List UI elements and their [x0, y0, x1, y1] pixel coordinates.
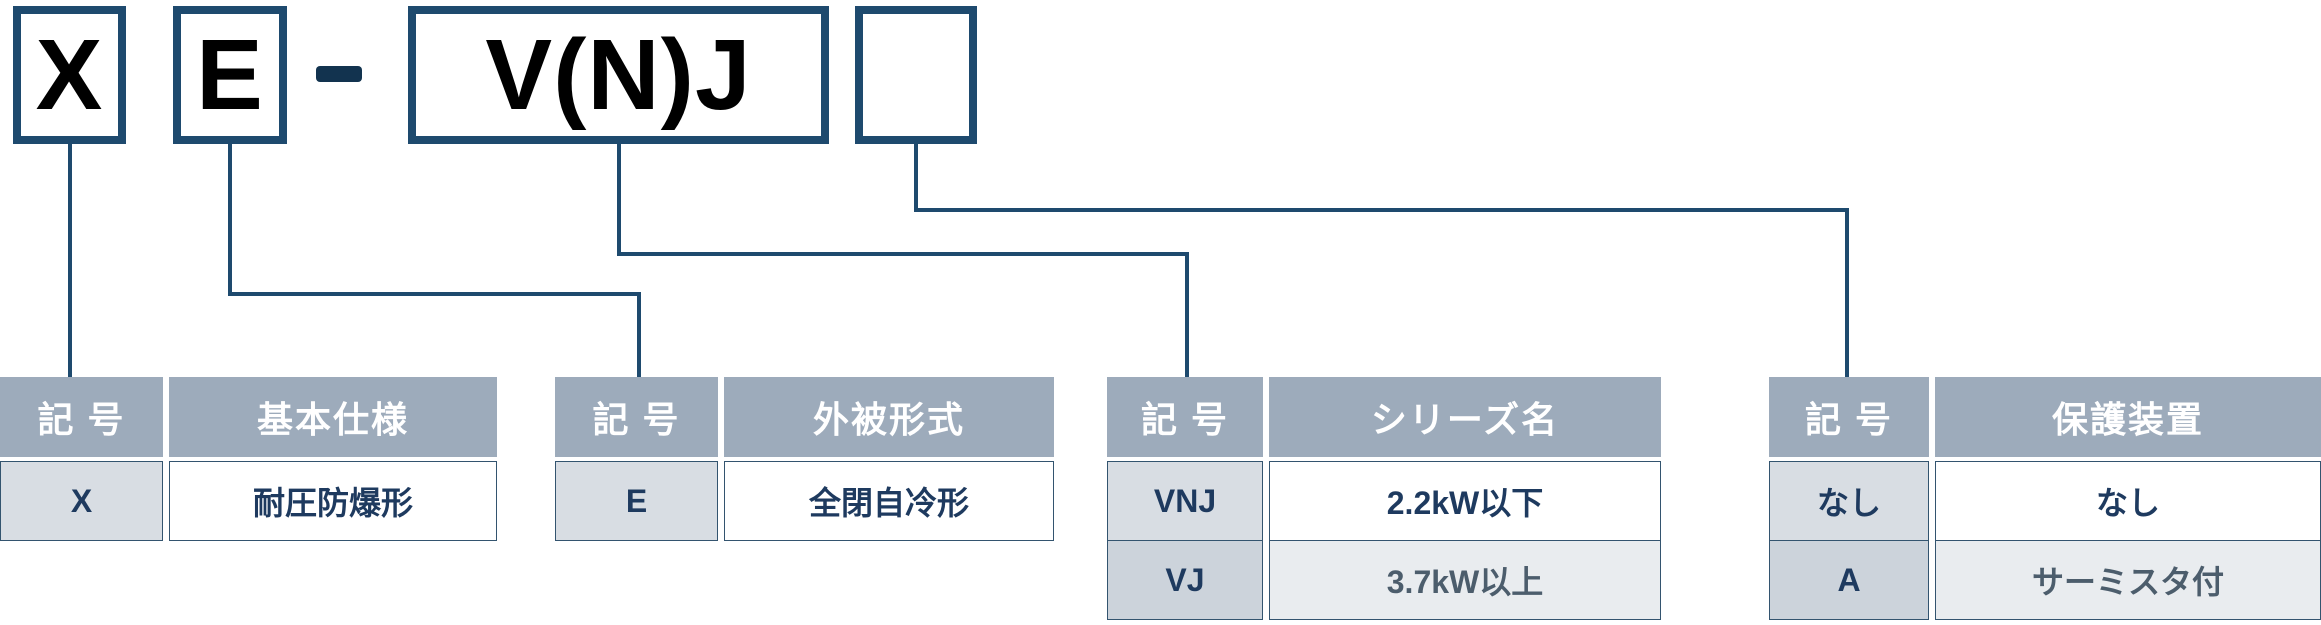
table-header-row: 記 号 基本仕様 — [0, 377, 497, 457]
model-code-box-2: E — [173, 6, 287, 144]
table-row: X 耐圧防爆形 — [0, 461, 497, 541]
connector-line-box3-horizontal — [617, 252, 1189, 256]
connector-line-box2-horizontal — [228, 292, 641, 296]
table-header-row: 記 号 保護装置 — [1769, 377, 2321, 457]
table-row: VJ 3.7kW以上 — [1107, 540, 1661, 620]
table-basic-spec: 記 号 基本仕様 X 耐圧防爆形 — [0, 377, 497, 541]
table-row: A サーミスタ付 — [1769, 540, 2321, 620]
value-cell: なし — [1935, 461, 2321, 541]
connector-line-box4-horizontal — [914, 208, 1849, 212]
table-header-code: 記 号 — [1769, 377, 1929, 457]
table-header-name: 外被形式 — [724, 377, 1054, 457]
table-enclosure-type: 記 号 外被形式 E 全閉自冷形 — [555, 377, 1054, 541]
connector-line-box3-drop — [1185, 252, 1189, 377]
value-cell: 耐圧防爆形 — [169, 461, 497, 541]
value-cell: 全閉自冷形 — [724, 461, 1054, 541]
connector-line-box2-vertical — [228, 142, 232, 296]
connector-line-box4-drop — [1845, 208, 1849, 377]
connector-line-box1-vertical — [68, 142, 72, 377]
model-code-dash — [316, 66, 362, 82]
table-row: なし なし — [1769, 461, 2321, 541]
table-header-name: 基本仕様 — [169, 377, 497, 457]
value-cell: サーミスタ付 — [1935, 540, 2321, 620]
table-header-row: 記 号 外被形式 — [555, 377, 1054, 457]
table-row: E 全閉自冷形 — [555, 461, 1054, 541]
code-cell: X — [0, 461, 163, 541]
value-cell: 3.7kW以上 — [1269, 540, 1661, 620]
code-cell: なし — [1769, 461, 1929, 541]
table-header-name: シリーズ名 — [1269, 377, 1661, 457]
model-code-letter: E — [196, 19, 264, 131]
table-header-row: 記 号 シリーズ名 — [1107, 377, 1661, 457]
model-code-letter: V(N)J — [485, 19, 752, 131]
code-cell: E — [555, 461, 718, 541]
table-header-code: 記 号 — [1107, 377, 1263, 457]
code-cell: VNJ — [1107, 461, 1263, 541]
code-cell: A — [1769, 540, 1929, 620]
connector-line-box2-drop — [637, 292, 641, 377]
table-header-code: 記 号 — [0, 377, 163, 457]
table-series-name: 記 号 シリーズ名 VNJ 2.2kW以下 VJ 3.7kW以上 — [1107, 377, 1661, 620]
model-code-box-3: V(N)J — [408, 6, 829, 144]
model-code-box-4-empty — [855, 6, 977, 144]
connector-line-box4-vertical — [914, 142, 918, 212]
table-header-name: 保護装置 — [1935, 377, 2321, 457]
value-cell: 2.2kW以下 — [1269, 461, 1661, 541]
model-code-letter: X — [35, 19, 104, 131]
table-header-code: 記 号 — [555, 377, 718, 457]
code-cell: VJ — [1107, 540, 1263, 620]
table-row: VNJ 2.2kW以下 — [1107, 461, 1661, 541]
table-protective-device: 記 号 保護装置 なし なし A サーミスタ付 — [1769, 377, 2321, 620]
connector-line-box3-vertical — [617, 142, 621, 256]
model-code-box-1: X — [13, 6, 126, 144]
